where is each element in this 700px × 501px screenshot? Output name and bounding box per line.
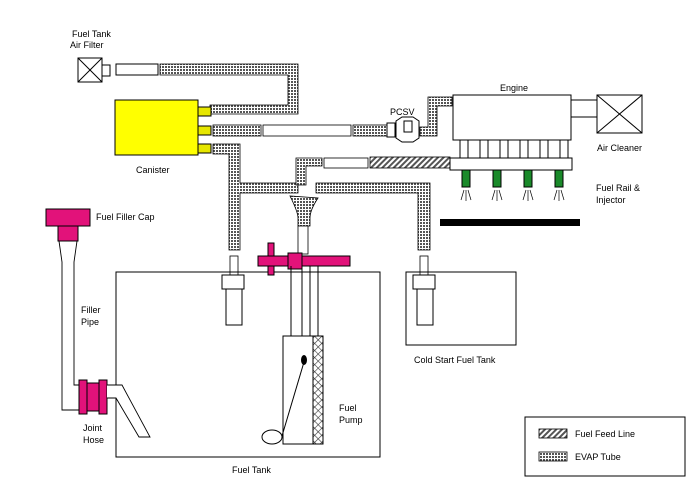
fuel-rail: [440, 157, 580, 226]
cold-start-tank-label: Cold Start Fuel Tank: [414, 355, 496, 365]
pcsv-label: PCSV: [390, 107, 415, 117]
pcsv-valve: [386, 116, 420, 143]
legend-evap-tube: EVAP Tube: [575, 452, 621, 462]
engine: [452, 94, 598, 159]
fuel-pump-label-line2: Pump: [339, 415, 363, 425]
fuel-filler-cap: [45, 208, 91, 242]
air-cleaner-label: Air Cleaner: [597, 143, 642, 153]
air-filter-label-line1: Fuel Tank: [72, 29, 111, 39]
fuel-tank-air-filter: [77, 57, 159, 83]
legend: [524, 416, 686, 477]
fuel-rail-label-line1: Fuel Rail &: [596, 183, 640, 193]
filler-pipe-label-line2: Pipe: [81, 317, 99, 327]
tank-vent-valve: [221, 274, 245, 326]
plain-tubes: [229, 124, 429, 277]
filler-pipe-label-line1: Filler: [81, 305, 101, 315]
air-cleaner: [596, 94, 643, 134]
canister: [114, 99, 212, 156]
cold-start-vent-valve: [412, 274, 436, 326]
fuel-feed-line: [369, 156, 451, 169]
air-filter-label-line2: Air Filter: [70, 40, 104, 50]
legend-fuel-feed-line: Fuel Feed Line: [575, 429, 635, 439]
filler-inlet-pipe: [107, 384, 151, 438]
fuel-tank-label: Fuel Tank: [232, 465, 271, 475]
cold-start-fuel-tank: [405, 271, 517, 346]
canister-label: Canister: [136, 165, 170, 175]
fuel-pump-label-line1: Fuel: [339, 403, 357, 413]
joint-hose-label-line1: Joint: [83, 423, 103, 433]
evap-tubes: [159, 63, 453, 251]
fuel-tank: [115, 271, 381, 458]
joint-hose: [78, 379, 108, 415]
fuel-rail-label-line2: Injector: [596, 195, 626, 205]
fuel-pump: [261, 266, 324, 445]
fuel-filler-cap-label: Fuel Filler Cap: [96, 212, 155, 222]
engine-label: Engine: [500, 83, 528, 93]
pump-flange: [257, 242, 351, 276]
joint-hose-label-line2: Hose: [83, 435, 104, 445]
